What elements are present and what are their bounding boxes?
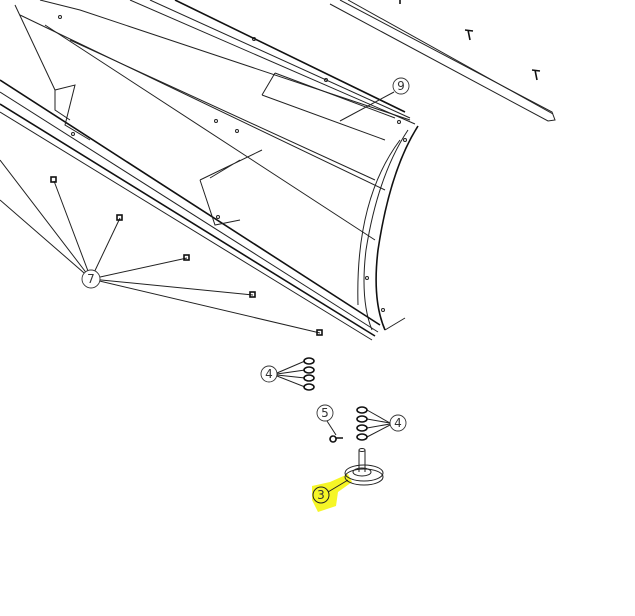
callout-4b-label: 4 [394, 416, 402, 430]
washer-icon [303, 357, 315, 391]
callout-5[interactable]: 5 [316, 404, 343, 443]
cutting-edge-bar [329, 0, 556, 122]
callout-9-label: 9 [397, 79, 405, 93]
callout-7-label: 7 [87, 272, 95, 286]
skid-shoe [344, 448, 384, 486]
pin-icon [329, 435, 343, 443]
bolt-icon [399, 0, 541, 81]
callout-5-label: 5 [321, 406, 329, 420]
callout-4a[interactable]: 4 [260, 357, 315, 391]
callout-4a-label: 4 [265, 367, 273, 381]
washer-icon [356, 406, 368, 441]
callout-3-label: 3 [317, 488, 325, 502]
plow-blade [0, 0, 419, 341]
callout-3[interactable]: 3 [312, 479, 349, 504]
callout-4b[interactable]: 4 [356, 406, 407, 441]
callout-7[interactable]: 7 [0, 159, 323, 336]
callout-9[interactable]: 9 [339, 77, 410, 122]
nut-icon [50, 176, 323, 336]
